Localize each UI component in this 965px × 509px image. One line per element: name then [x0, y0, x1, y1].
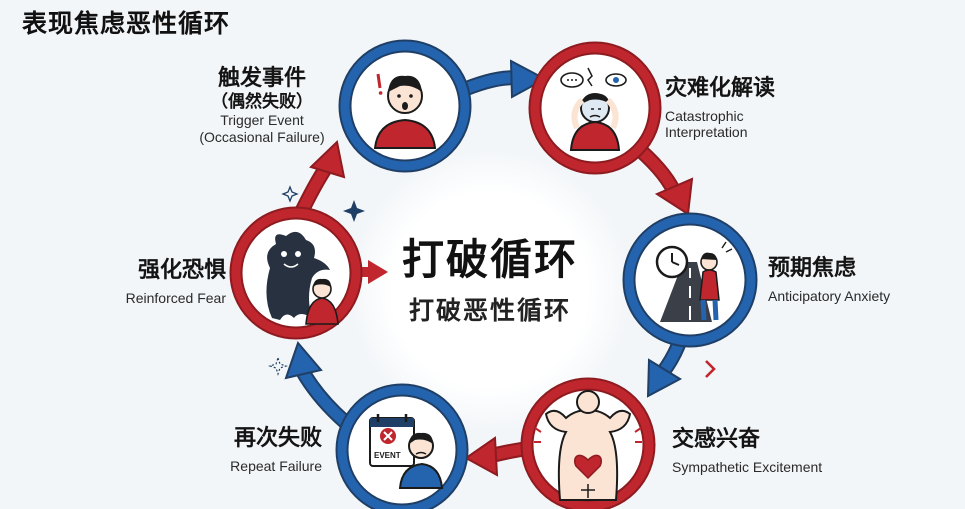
center-title: 打破循环	[401, 235, 578, 284]
label-en: Anticipatory Anxiety	[768, 287, 891, 304]
arrow-reinforced-to-trigger	[293, 140, 346, 219]
node-catastrophic-interpretation	[528, 41, 662, 175]
label-en: Catastrophic	[665, 107, 744, 124]
label-sympathetic-excitement: 交感兴奋 Sympathetic Excitement	[672, 427, 822, 475]
label-zh: 预期焦虑	[768, 256, 857, 281]
clock-road-icon	[655, 241, 733, 322]
node-reinforced-fear	[229, 206, 363, 340]
label-en: Reinforced Fear	[125, 289, 226, 306]
label-repeat-failure: 再次失败 Repeat Failure	[184, 426, 322, 474]
shadow-monster-icon	[266, 231, 339, 325]
label-zh: 交感兴奋	[672, 427, 761, 452]
node-anticipatory-anxiety	[622, 212, 758, 348]
label-zh: 再次失败	[233, 426, 322, 451]
label-anticipatory-anxiety: 预期焦虑 Anticipatory Anxiety	[768, 256, 890, 304]
calendar-event-icon: EVENT	[369, 414, 444, 489]
label-en: Repeat Failure	[230, 457, 322, 474]
label-trigger-event: 触发事件 （偶然失败） Trigger Event (Occasional Fa…	[188, 66, 336, 145]
label-en-sub: Interpretation	[665, 124, 748, 141]
label-en-sub: (Occasional Failure)	[199, 128, 325, 145]
chevron-right-icon	[705, 360, 716, 378]
center-label: 打破循环 打破恶性循环	[370, 226, 610, 327]
label-reinforced-fear: 强化恐惧 Reinforced Fear	[92, 258, 226, 306]
label-zh: 强化恐惧	[137, 258, 226, 283]
sparkle-icon	[268, 185, 365, 376]
node-trigger-event	[338, 39, 472, 173]
label-zh-sub: （偶然失败）	[211, 91, 313, 112]
surprised-person-icon	[373, 73, 437, 149]
label-catastrophic-interpretation: 灾难化解读 Catastrophic Interpretation	[665, 76, 775, 141]
event-badge-text: EVENT	[374, 451, 401, 460]
racing-heart-body-icon	[534, 390, 642, 501]
distressed-person-icon	[560, 67, 627, 151]
center-subtitle: 打破恶性循环	[408, 296, 571, 325]
arrow-catastrophic-to-anticipatory	[634, 144, 694, 216]
page-title: 表现焦虑恶性循环	[22, 9, 231, 38]
label-en: Trigger Event	[220, 112, 304, 128]
node-sympathetic-excitement	[520, 377, 656, 509]
label-zh: 触发事件	[217, 66, 306, 91]
center-disc	[350, 150, 630, 430]
node-repeat-failure: EVENT	[335, 383, 469, 509]
arrow-sympathetic-to-repeat	[464, 436, 532, 477]
label-en: Sympathetic Excitement	[672, 458, 823, 475]
label-zh: 灾难化解读	[665, 76, 776, 101]
arrow-repeat-to-reinforced	[284, 341, 351, 428]
